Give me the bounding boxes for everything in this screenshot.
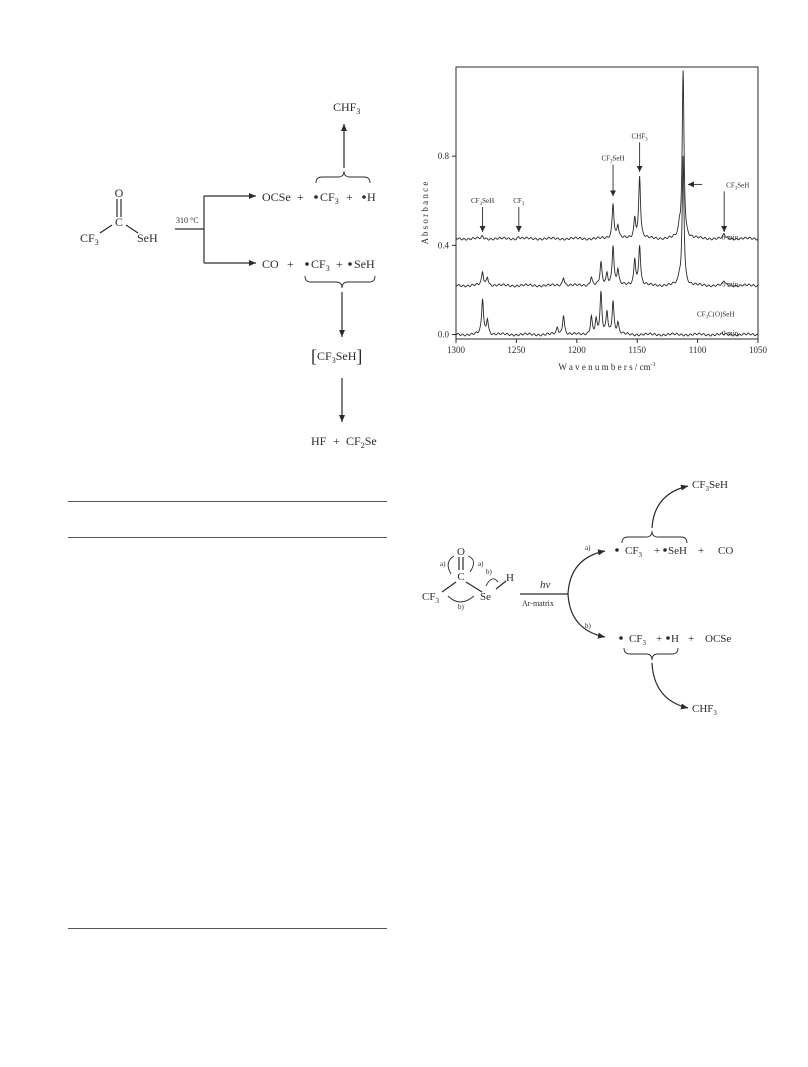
radical-dot — [348, 262, 352, 266]
upper-products: OCSe — [262, 190, 291, 204]
x-axis-label: W a v e n u m b e r s / cm-1 — [558, 362, 655, 372]
pyrolysis-scheme: O C CF3 SeH 310 °C OCSe + CF3 + H CHF3 C… — [80, 100, 377, 450]
radical-dot — [666, 636, 670, 640]
plus-sign: + — [688, 633, 694, 645]
photolysis-scheme: O C CF3 Se H a) a) b) b) hν Ar-matrix a)… — [422, 479, 733, 717]
spectrum-line — [455, 290, 759, 337]
h-radical: H — [367, 190, 376, 204]
series-label: 5 min. — [722, 280, 740, 288]
oxygen-atom: O — [457, 546, 465, 558]
y-axis-label: A b s o r b a n c e — [420, 182, 430, 245]
plus-sign: + — [297, 190, 304, 204]
y-tick-label: 0.8 — [438, 151, 450, 161]
label-a: a) — [440, 560, 446, 568]
upper-brace — [315, 170, 371, 184]
cf3seh-product: CF3SeH — [692, 479, 728, 493]
plus-sign: + — [336, 257, 343, 271]
cf3-radical: CF3 — [320, 190, 339, 206]
ocse-product: OCSe — [705, 633, 731, 645]
radical-dot — [615, 548, 619, 552]
hf-product: HF — [311, 434, 327, 448]
lower-brace — [623, 647, 679, 661]
cf3-radical: CF3 — [311, 257, 330, 273]
radical-dot — [314, 195, 318, 199]
selenium-atom: Se — [480, 591, 491, 603]
lower-brace — [304, 275, 376, 289]
chf3-product: CHF3 — [692, 703, 717, 717]
x-tick-label: 1200 — [568, 345, 587, 355]
seh-radical: SeH — [354, 257, 375, 271]
ar-matrix-label: Ar-matrix — [522, 599, 554, 608]
x-tick-label: 1250 — [507, 345, 526, 355]
table-top-rule — [68, 501, 387, 502]
x-tick-label: 1100 — [689, 345, 707, 355]
plus-sign: + — [333, 434, 340, 448]
ir-spectrum-chart: 1300 1250 1200 1150 1100 1050 0.0 0.4 0.8 W a v e… — [420, 66, 768, 372]
cf3-radical: CF3 — [629, 633, 646, 647]
radical-dot — [305, 262, 309, 266]
cf2se-product: CF2Se — [346, 434, 377, 450]
x-tick-label: 1150 — [628, 345, 646, 355]
label-b: b) — [486, 568, 493, 576]
cf3-radical: CF3 — [625, 545, 642, 559]
series-label: 0 min. — [722, 329, 740, 337]
x-tick-label: 1050 — [749, 345, 768, 355]
label-b: b) — [458, 603, 465, 611]
h-radical: H — [671, 633, 679, 645]
branch-a-label: a) — [585, 544, 591, 552]
plus-sign: + — [698, 545, 704, 557]
peak-annotation-label: CF3SeH — [471, 197, 494, 207]
peak-annotation-label: CHF3 — [632, 132, 649, 142]
x-tick-label: 1300 — [447, 345, 466, 355]
table-header-rule — [68, 537, 387, 538]
hv-label: hν — [540, 579, 551, 591]
curved-arrow-a — [467, 555, 474, 573]
peak-annotation-label: CF3SeH — [601, 155, 624, 165]
curved-arrow-b — [485, 578, 499, 587]
intermediate-species: [CF3SeH] — [311, 346, 362, 366]
plus-sign: + — [346, 190, 353, 204]
co-product: CO — [262, 257, 279, 271]
cf3-group: CF3 — [422, 591, 439, 605]
cf3-group: CF3 — [80, 231, 99, 247]
spectrum-line — [455, 70, 759, 241]
label-a: a) — [478, 560, 484, 568]
radical-dot — [362, 195, 366, 199]
spectrum-line — [455, 155, 759, 288]
oxygen-atom: O — [115, 186, 124, 200]
reactant-structure: O C CF3 SeH — [80, 186, 158, 247]
plot-frame — [455, 66, 759, 340]
plus-sign: + — [656, 633, 662, 645]
seh-group: SeH — [137, 231, 158, 245]
series-label: 8 min. — [722, 233, 740, 241]
radical-dot — [619, 636, 623, 640]
temperature-label: 310 °C — [176, 216, 199, 225]
hydrogen-atom: H — [506, 572, 514, 584]
radical-dot — [663, 548, 667, 552]
y-tick-label: 0.0 — [438, 330, 450, 340]
co-product: CO — [718, 545, 733, 557]
reactant-structure: O C CF3 Se H a) a) b) b) — [422, 546, 514, 611]
table-bottom-rule — [68, 928, 387, 929]
carbon-atom: C — [115, 215, 123, 229]
chart-series-group: 0 min. 5 min. 8 min. — [455, 70, 759, 337]
peak-annotation-label: CF3C(O)SeH — [697, 311, 735, 321]
plus-sign: + — [287, 257, 294, 271]
chf3-product: CHF3 — [333, 100, 360, 116]
plus-sign: + — [654, 545, 660, 557]
carbon-atom: C — [457, 571, 464, 583]
chart-axes: 1300 1250 1200 1150 1100 1050 0.0 0.4 0.8 W a v e… — [420, 66, 768, 372]
curved-arrow-a — [447, 555, 455, 575]
y-tick-label: 0.4 — [438, 240, 450, 250]
seh-radical: SeH — [668, 545, 687, 557]
peak-annotation-label: CF3SeH — [726, 181, 749, 191]
curved-arrow-b — [447, 595, 475, 603]
peak-annotation-label: CF3 — [513, 197, 525, 207]
upper-brace — [621, 530, 688, 544]
branch-b-label: b) — [585, 622, 592, 630]
